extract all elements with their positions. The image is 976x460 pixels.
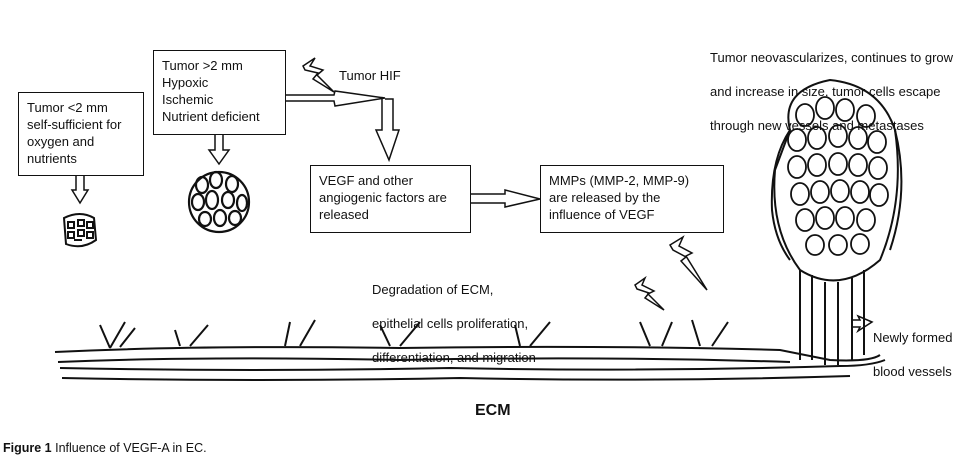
box-line: angiogenic factors are bbox=[319, 190, 447, 205]
box-line: influence of VEGF bbox=[549, 207, 655, 222]
figure-caption: Figure 1 Influence of VEGF-A in EC. bbox=[3, 441, 207, 455]
box-line: Ischemic bbox=[162, 92, 214, 107]
caption-text: Influence of VEGF-A in EC. bbox=[55, 441, 207, 455]
arrow-vegf-to-mmps bbox=[471, 189, 541, 208]
lightning-icon bbox=[668, 235, 708, 291]
arrow-new-vessels bbox=[851, 314, 874, 334]
mmps-box: MMPs (MMP-2, MMP-9) are released by the … bbox=[540, 165, 724, 233]
large-tumor-box: Tumor >2 mm Hypoxic Ischemic Nutrient de… bbox=[153, 50, 286, 135]
neovascularization-label: Tumor neovascularizes, continues to grow… bbox=[710, 32, 953, 151]
ecm-label: ECM bbox=[475, 402, 511, 419]
box-line: nutrients bbox=[27, 151, 77, 166]
box-line: are released by the bbox=[549, 190, 661, 205]
box-line: Nutrient deficient bbox=[162, 109, 260, 124]
arrow-hif-right-down bbox=[285, 90, 401, 163]
label-line: epithelial cells proliferation, bbox=[372, 316, 529, 331]
box-line: Tumor >2 mm bbox=[162, 58, 243, 73]
large-vascularized-tumor-illustration bbox=[770, 78, 903, 365]
label-line: blood vessels bbox=[873, 364, 952, 379]
label-line: Tumor neovascularizes, continues to grow bbox=[710, 50, 954, 65]
small-tumor-illustration bbox=[62, 213, 98, 248]
box-line: Hypoxic bbox=[162, 75, 209, 90]
box-line: VEGF and other bbox=[319, 173, 413, 188]
label-line: through new vessels and metastases bbox=[710, 118, 924, 133]
caption-label: Figure 1 bbox=[3, 441, 52, 455]
box-line: self-sufficient for bbox=[27, 117, 122, 132]
lightning-icon bbox=[634, 275, 665, 311]
new-vessels-label: Newly formed blood vessels bbox=[873, 312, 952, 397]
label-line: Degradation of ECM, bbox=[372, 282, 494, 297]
box-line: oxygen and bbox=[27, 134, 95, 149]
degradation-label: Degradation of ECM, epithelial cells pro… bbox=[372, 264, 536, 383]
label-line: Newly formed bbox=[873, 330, 953, 345]
vegf-box: VEGF and other angiogenic factors are re… bbox=[310, 165, 471, 233]
medium-tumor-illustration bbox=[187, 170, 251, 234]
blood-vessel-ecm-illustration bbox=[54, 319, 886, 381]
box-line: released bbox=[319, 207, 369, 222]
arrow-large-tumor-down bbox=[207, 135, 231, 166]
label-line: and increase in size, tumor cells escape bbox=[710, 84, 941, 99]
box-line: MMPs (MMP-2, MMP-9) bbox=[549, 173, 690, 188]
tumor-hif-label: Tumor HIF bbox=[339, 68, 401, 83]
lightning-icon bbox=[302, 57, 335, 93]
box-line: Tumor <2 mm bbox=[27, 100, 108, 115]
label-line: differentiation, and migration bbox=[372, 350, 536, 365]
arrow-small-tumor-down bbox=[70, 176, 90, 205]
small-tumor-box: Tumor <2 mm self-sufficient for oxygen a… bbox=[18, 92, 144, 176]
